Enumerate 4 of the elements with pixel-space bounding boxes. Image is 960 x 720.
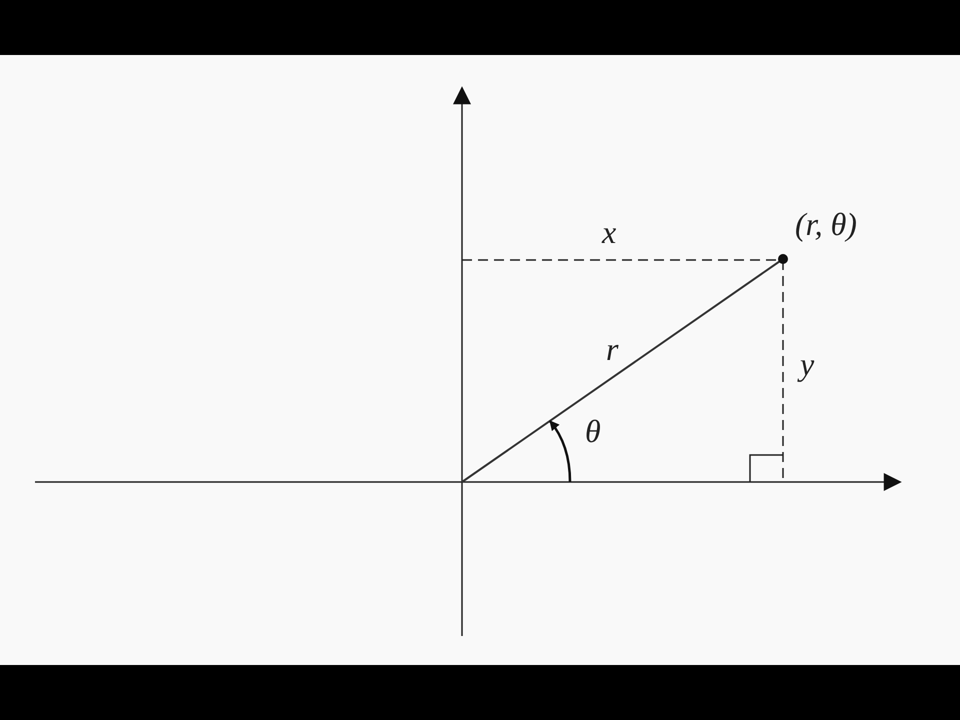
- math-label: (r, θ): [795, 208, 857, 240]
- math-label: x: [602, 216, 616, 248]
- math-label: r: [606, 333, 618, 365]
- math-label: θ: [585, 415, 601, 447]
